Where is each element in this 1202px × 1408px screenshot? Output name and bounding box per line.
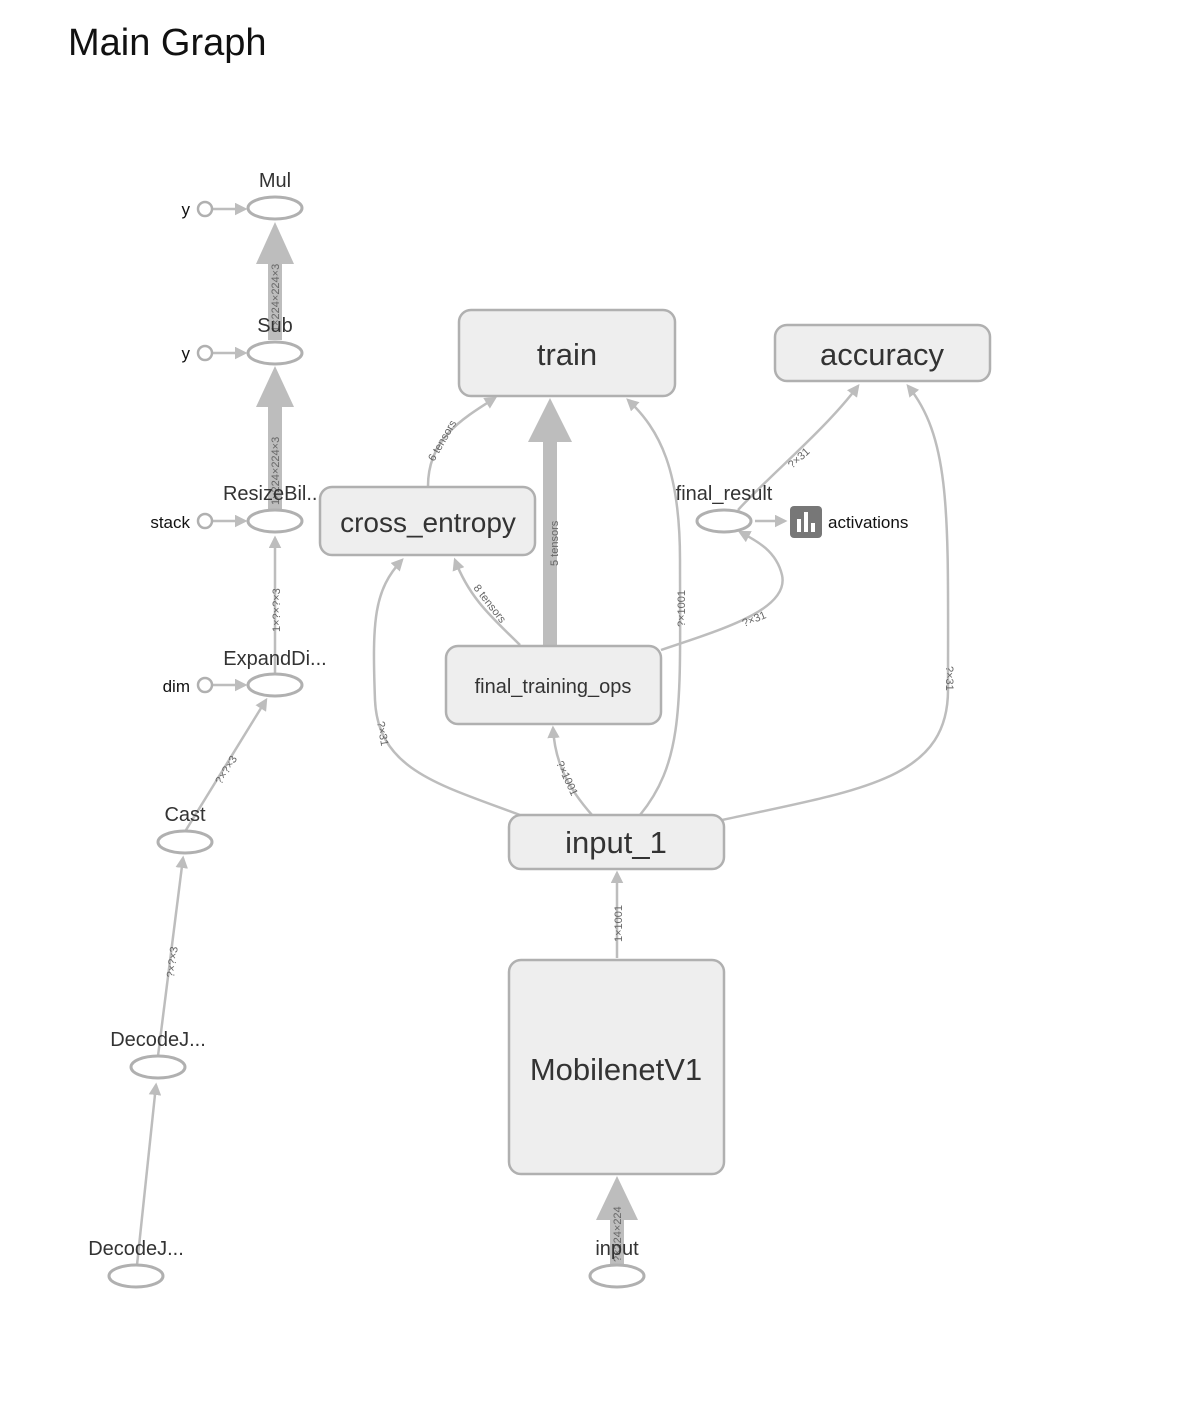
edge-label-fto-to-train: 5 tensors: [549, 520, 561, 566]
node-decode2-label: DecodeJ...: [88, 1238, 184, 1260]
node-decode-jpeg-2[interactable]: DecodeJ...: [88, 1238, 184, 1289]
edge-fto-to-train: 5 tensors: [528, 398, 572, 645]
node-input[interactable]: input: [588, 1238, 646, 1289]
edge-label-fto-to-ce: 8 tensors: [471, 582, 509, 625]
node-final-result[interactable]: final_result: [676, 483, 773, 534]
bar-chart-icon-bar-2: [804, 512, 808, 532]
node-train[interactable]: train: [457, 308, 677, 398]
edge-label-input1-to-ce: ?×31: [374, 720, 390, 746]
edge-label-sub-to-mul: 1×224×224×3: [270, 264, 282, 332]
edge-input1-to-fto: ?×1001: [547, 725, 593, 816]
edge-sub-to-mul: 1×224×224×3: [256, 222, 294, 340]
edge-resize-to-sub: 1×224×224×3: [256, 366, 294, 509]
edge-input1-to-accuracy: ?×31: [721, 384, 955, 822]
edge-mobilenet-to-input1: 1×1001: [610, 870, 625, 958]
node-mul-label: Mul: [259, 170, 291, 192]
activations-label: activations: [828, 513, 908, 532]
node-input-1-label: input_1: [565, 825, 667, 860]
node-final-result-label: final_result: [676, 483, 773, 505]
page-title: Main Graph: [68, 22, 267, 64]
const-dim-label: dim: [163, 677, 190, 696]
node-activations-summary[interactable]: activations: [790, 506, 908, 538]
bar-chart-icon-bar-3: [811, 523, 815, 532]
node-mobilenet-label: MobilenetV1: [530, 1052, 702, 1087]
edge-decode-to-decode: [135, 1082, 162, 1266]
const-y-1[interactable]: y: [182, 200, 214, 219]
edge-input1-to-ce: ?×31: [372, 558, 521, 817]
node-accuracy-label: accuracy: [820, 337, 945, 372]
edge-label-fto-to-final-result: ?×31: [741, 609, 768, 629]
node-cross-entropy[interactable]: cross_entropy: [318, 485, 537, 557]
node-final-training-ops-label: final_training_ops: [475, 676, 632, 698]
node-input-label: input: [595, 1238, 639, 1260]
edge-label-input1-to-accuracy: ?×31: [943, 666, 955, 691]
edge-label-input1-to-fto: ?×1001: [553, 759, 580, 798]
node-cast-label: Cast: [164, 804, 206, 826]
edge-ce-to-train: 6 tensors: [426, 396, 498, 487]
const-stack[interactable]: stack: [150, 512, 214, 532]
node-accuracy[interactable]: accuracy: [773, 323, 992, 383]
node-sub-label: Sub: [257, 315, 293, 337]
edge-decode-to-cast: ?×?×3: [156, 855, 188, 1057]
const-y-1-label: y: [182, 200, 191, 219]
edge-label-resize-to-sub: 1×224×224×3: [270, 437, 282, 505]
edge-label-input-to-mobilenet: ?×224×224: [612, 1206, 624, 1262]
edge-input1-to-train: ?×1001: [626, 398, 688, 816]
const-dim[interactable]: dim: [163, 676, 214, 696]
node-resize-label: ResizeBil...: [223, 483, 323, 505]
node-expand-dims[interactable]: ExpandDi...: [223, 648, 327, 698]
node-resize-bilinear[interactable]: ResizeBil...: [223, 483, 323, 534]
node-decode1-label: DecodeJ...: [110, 1029, 206, 1051]
node-expand-label: ExpandDi...: [223, 648, 326, 670]
edge-label-decode-to-cast: ?×?×3: [165, 946, 181, 978]
node-final-training-ops[interactable]: final_training_ops: [444, 644, 663, 726]
node-mobilenet-v1[interactable]: MobilenetV1: [507, 958, 726, 1176]
node-mul[interactable]: Mul: [246, 170, 304, 221]
edge-label-cast-to-expand: ?×?×3: [213, 754, 240, 787]
edge-label-final-result-to-accuracy: ?×31: [786, 446, 812, 471]
node-cross-entropy-label: cross_entropy: [340, 507, 516, 538]
const-stack-label: stack: [150, 513, 190, 532]
bar-chart-icon-bar-1: [797, 519, 801, 532]
node-input-1[interactable]: input_1: [507, 813, 726, 871]
edge-label-ce-to-train: 6 tensors: [426, 418, 459, 464]
edge-label-input1-to-train: ?×1001: [676, 590, 688, 627]
edge-label-mobilenet-to-input1: 1×1001: [613, 905, 625, 942]
edge-expand-to-resize: 1×?×?×3: [268, 535, 283, 673]
node-train-label: train: [537, 337, 597, 372]
node-cast[interactable]: Cast: [156, 804, 214, 855]
node-sub[interactable]: Sub: [246, 315, 304, 366]
edge-label-expand-to-resize: 1×?×?×3: [271, 588, 283, 632]
node-decode-jpeg-1[interactable]: DecodeJ...: [110, 1029, 206, 1080]
edge-fto-to-ce: 8 tensors: [452, 557, 521, 646]
edge-input-to-mobilenet: ?×224×224: [596, 1176, 638, 1266]
const-y-2-label: y: [182, 344, 191, 363]
const-y-2[interactable]: y: [182, 344, 214, 363]
